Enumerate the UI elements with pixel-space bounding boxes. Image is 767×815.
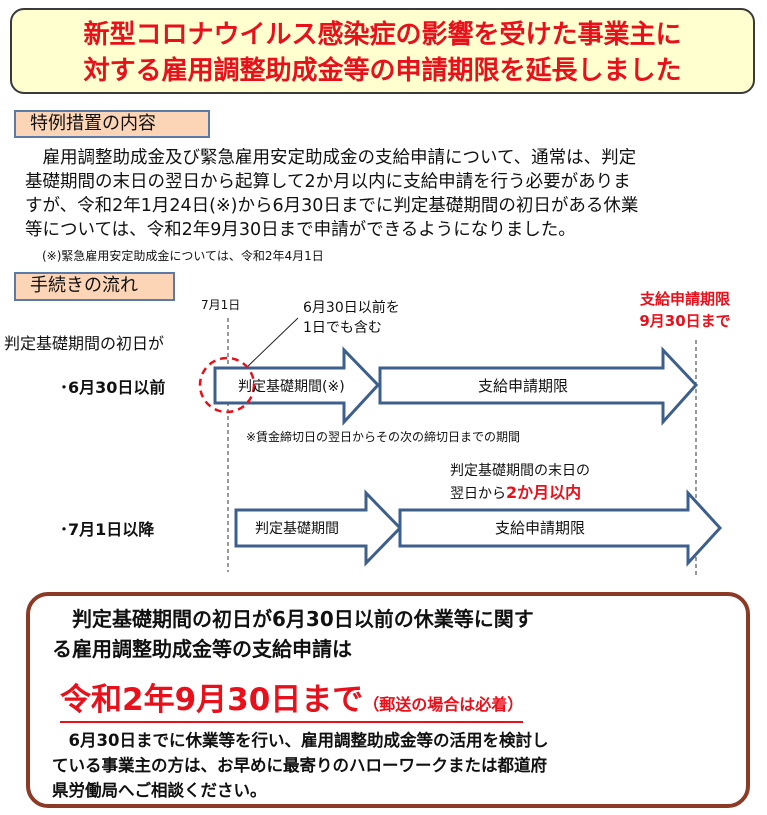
row1-arrow1-text: 判定基礎期間(※) [238,379,345,395]
summary-box: 判定基礎期間の初日が6月30日以前の休業等に関す る雇用調整助成金等の支給申請は… [26,592,750,808]
deadline-text: 令和2年9月30日まで [60,682,364,718]
summary-heading: 判定基礎期間の初日が6月30日以前の休業等に関す る雇用調整助成金等の支給申請は [52,604,534,664]
row1-arrow2-text: 支給申請期限 [478,377,569,395]
paragraph-line: 基礎期間の末日の翌日から起算して2か月以内に支給申請を行う必要がありま [25,172,631,192]
highlight-dashed-circle [198,356,256,414]
row1-application-arrow [378,346,699,426]
paragraph-line: 雇用調整助成金及び緊急雇用安定助成金の支給申請について、通常は、判定 [25,148,637,168]
caption-line: 判定基礎期間の末日の [450,463,590,479]
row2-base-period-arrow [234,489,403,567]
deadline-line: 支給申請期限 [639,290,730,308]
summary-message: 6月30日までに休業等を行い、雇用調整助成金等の活用を検討し ている事業主の方は… [52,728,548,803]
deadline-line: 9月30日まで [639,312,731,330]
paragraph-note: (※)緊急雇用安定助成金については、令和2年4月1日 [42,249,324,263]
callout-text: 6月30日以前を 1日でも含む [303,298,400,338]
deadline-label: 支給申請期限 9月30日まで [625,288,745,332]
content-paragraph: 雇用調整助成金及び緊急雇用安定助成金の支給申請について、通常は、判定 基礎期間の… [25,146,755,242]
row2-caption: 判定基礎期間の末日の 翌日から2か月以内 [450,460,590,505]
row1-note: ※賃金締切日の翌日からその次の締切日までの期間 [246,430,521,444]
paragraph-line: 等については、令和2年9月30日まで申請ができるようになりました。 [25,220,576,240]
title-line-2: 対する雇用調整助成金等の申請期限を延長しました [83,56,682,86]
section-heading-flow: 手続きの流れ [14,272,175,301]
flow-diagram [198,317,723,575]
callout-leader-line [244,317,299,370]
callout-line: 1日でも含む [303,320,382,336]
row2-arrow1-text: 判定基礎期間 [255,521,339,537]
message-line: 県労働局へご相談ください。 [52,781,267,800]
row2-label: ･7月1日以降 [60,520,155,539]
deadline-note: （郵送の場合は必着） [363,695,524,714]
section-heading-content: 特例措置の内容 [14,110,210,138]
deadline-statement: 令和2年9月30日まで（郵送の場合は必着） [60,674,524,723]
caption-highlight: 2か月以内 [506,483,582,502]
title-banner: 新型コロナウイルス感染症の影響を受けた事業主に 対する雇用調整助成金等の申請期限… [10,8,755,94]
july1-label: 7月1日 [201,298,241,312]
row-intro: 判定基礎期間の初日が [4,334,165,353]
row2-application-arrow [398,489,723,567]
callout-line: 6月30日以前を [303,300,400,316]
summary-line: 判定基礎期間の初日が6月30日以前の休業等に関す [52,607,534,631]
title-line-1: 新型コロナウイルス感染症の影響を受けた事業主に [83,20,682,50]
message-line: 6月30日までに休業等を行い、雇用調整助成金等の活用を検討し [52,731,549,750]
caption-text: 翌日から [450,486,506,502]
message-line: ている事業主の方は、お早めに最寄りのハローワークまたは都道府 [52,756,547,775]
row2-arrow2-text: 支給申請期限 [495,519,586,537]
paragraph-line: すが、令和2年1月24日(※)から6月30日までに判定基礎期間の初日がある休業 [25,196,639,216]
row1-base-period-arrow [213,346,381,426]
row1-label: ･6月30日以前 [60,378,166,397]
summary-line: る雇用調整助成金等の支給申請は [52,637,352,661]
